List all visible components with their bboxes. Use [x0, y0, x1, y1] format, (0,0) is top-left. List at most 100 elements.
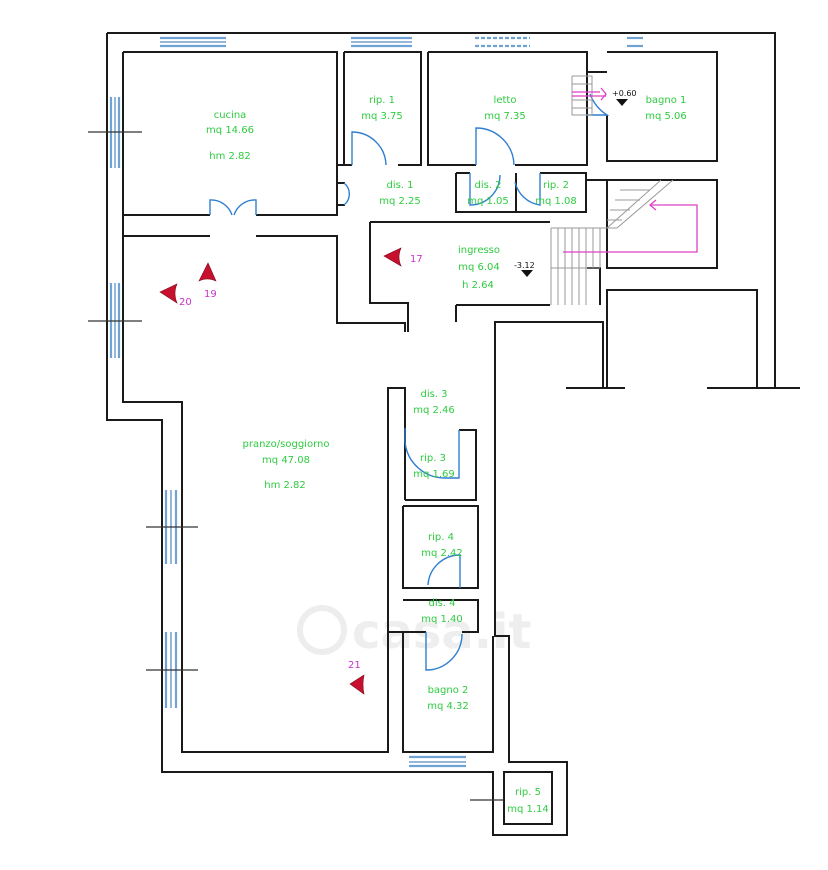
room-name: pranzo/soggiorno: [243, 439, 330, 450]
door: [233, 199, 257, 216]
wall: [405, 429, 477, 501]
level-marker-ingresso: -3.12: [514, 261, 535, 277]
wall: [428, 51, 588, 166]
room-name: dis. 3: [420, 389, 447, 400]
door: [475, 127, 515, 166]
window: [627, 36, 643, 48]
camera-icon[interactable]: [198, 262, 217, 282]
window: [146, 632, 198, 708]
camera-icon[interactable]: [349, 674, 365, 695]
outer-wall-west: [106, 33, 604, 836]
room-name: bagno 2: [428, 685, 469, 696]
room-name: rip. 2: [543, 180, 569, 191]
room-name: cucina: [214, 110, 247, 121]
wall: [344, 51, 422, 166]
marker-number: 17: [410, 254, 423, 265]
marker-number: 20: [179, 297, 192, 308]
room-area: mq 4.32: [427, 701, 469, 712]
room-area: mq 1.05: [467, 196, 509, 207]
level-text: +0.60: [612, 89, 637, 98]
room-dis4: dis. 4 mq 1.40: [421, 598, 463, 625]
room-cucina: cucina mq 14.66 hm 2.82: [206, 110, 254, 162]
wall: [606, 179, 718, 269]
room-name: letto: [494, 95, 517, 106]
wall: [455, 173, 516, 213]
room-rip4: rip. 4 mq 2.42: [421, 532, 463, 559]
room-pranzo: pranzo/soggiorno mq 47.08 hm 2.82: [243, 439, 330, 491]
door: [514, 173, 541, 206]
room-height: hm 2.82: [264, 480, 306, 491]
room-area: mq 5.06: [645, 111, 687, 122]
photo-marker-19[interactable]: 19: [198, 262, 217, 300]
door: [469, 173, 501, 206]
room-walls: [123, 51, 718, 825]
wall: [515, 172, 587, 213]
inner-outline-west: [122, 52, 406, 753]
room-bagno1: bagno 1 mq 5.06: [645, 95, 687, 122]
watermark: casa.it: [297, 604, 531, 660]
window: [88, 283, 142, 358]
wall: [402, 632, 494, 753]
room-area: mq 2.46: [413, 405, 455, 416]
room-area: mq 3.75: [361, 111, 403, 122]
room-name: rip. 3: [420, 453, 446, 464]
wall: [606, 51, 718, 162]
door: [351, 131, 387, 166]
door: [343, 182, 350, 206]
room-name: rip. 5: [515, 787, 541, 798]
level-triangle-icon: [521, 270, 533, 277]
doors: [209, 93, 610, 671]
stair-arrow-head: [600, 87, 607, 101]
wall: [403, 599, 479, 633]
room-height: h 2.64: [462, 280, 494, 291]
room-rip2: rip. 2 mq 1.08: [535, 180, 577, 207]
room-rip3: rip. 3 mq 1.69: [413, 453, 455, 480]
room-name: bagno 1: [646, 95, 687, 106]
wall: [369, 222, 409, 332]
room-dis3: dis. 3 mq 2.46: [413, 389, 455, 416]
room-area: mq 47.08: [262, 455, 310, 466]
exterior-walls: [106, 32, 800, 836]
room-labels: cucina mq 14.66 hm 2.82 rip. 1 mq 3.75 l…: [206, 95, 687, 815]
level-triangle-icon: [616, 99, 628, 106]
room-name: dis. 2: [474, 180, 501, 191]
room-rip1: rip. 1 mq 3.75: [361, 95, 403, 122]
room-height: hm 2.82: [209, 151, 251, 162]
watermark-text: casa.it: [352, 604, 531, 660]
stair-arrow-head: [648, 199, 657, 211]
room-rip5: rip. 5 mq 1.14: [507, 787, 549, 815]
outer-wall: [107, 32, 776, 388]
room-area: mq 14.66: [206, 125, 254, 136]
room-area: mq 2.42: [421, 548, 463, 559]
wall: [256, 235, 406, 332]
level-marker-bagno1: +0.60: [612, 89, 637, 106]
photo-marker-20[interactable]: 20: [159, 283, 192, 308]
camera-icon[interactable]: [159, 283, 178, 304]
photo-marker-21[interactable]: 21: [348, 660, 365, 695]
room-dis1: dis. 1 mq 2.25: [379, 180, 421, 207]
windows: [88, 36, 643, 801]
room-letto: letto mq 7.35: [484, 95, 526, 122]
room-area: mq 1.40: [421, 614, 463, 625]
wall: [503, 771, 553, 825]
wall: [343, 52, 352, 166]
window: [409, 755, 466, 768]
room-name: dis. 4: [428, 598, 455, 609]
stair-arrow: [563, 204, 698, 253]
photo-marker-17[interactable]: 17: [383, 247, 423, 267]
room-dis2: dis. 2 mq 1.05: [467, 180, 509, 207]
window: [160, 36, 226, 48]
marker-number: 21: [348, 660, 361, 671]
room-bagno2: bagno 2 mq 4.32: [427, 685, 469, 712]
window: [88, 97, 142, 168]
marker-number: 19: [204, 289, 217, 300]
room-area: mq 1.08: [535, 196, 577, 207]
camera-icon[interactable]: [383, 247, 402, 267]
room-name: rip. 1: [369, 95, 395, 106]
room-ingresso: ingresso mq 6.04 h 2.64: [458, 245, 500, 291]
wall: [587, 267, 601, 305]
room-name: ingresso: [458, 245, 500, 256]
wall: [402, 505, 479, 589]
door: [404, 428, 460, 479]
